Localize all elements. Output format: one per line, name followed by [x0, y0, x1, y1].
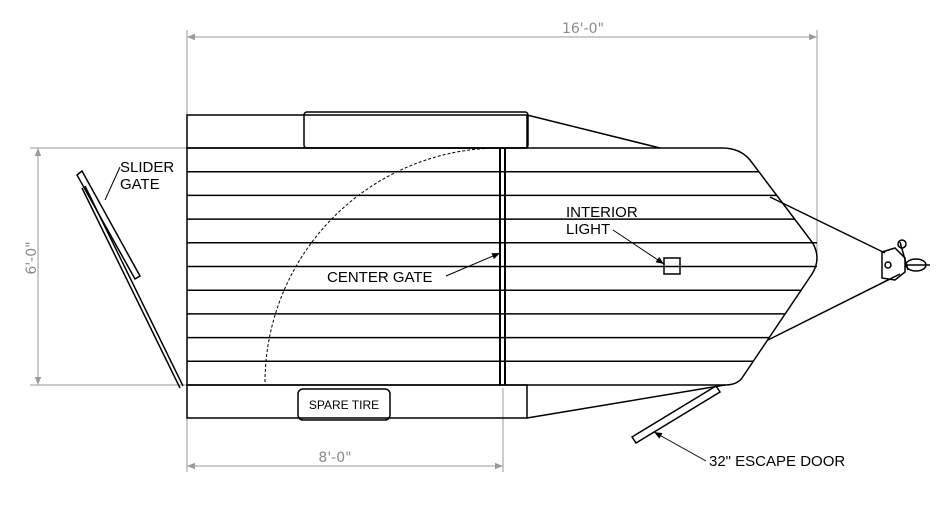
escape-door-label: 32" ESCAPE DOOR — [709, 453, 845, 470]
hitch-tongue — [767, 196, 930, 341]
spare-tire-box — [297, 388, 391, 421]
dimension-width: 6'-0" — [24, 147, 187, 386]
interior-light-label-line2: LIGHT — [566, 221, 610, 238]
top-fender-rail — [186, 114, 528, 149]
center-gate-callout: CENTER GATE — [327, 252, 501, 286]
jack-crank — [897, 239, 907, 249]
hitch-plate — [881, 247, 906, 281]
trailer-body — [186, 111, 818, 419]
top-wheel-fender — [303, 111, 529, 149]
floor-planks — [187, 170, 817, 363]
interior-light: INTERIOR LIGHT — [566, 204, 681, 275]
escape-door-panel — [630, 384, 722, 445]
interior-light-fixture — [663, 257, 681, 275]
slider-gate: SLIDER GATE — [76, 159, 184, 389]
width-label: 6'-0" — [24, 241, 40, 274]
interior-light-label-line1: INTERIOR — [566, 204, 638, 221]
spare-tire: SPARE TIRE — [297, 388, 391, 421]
gate-offset-label: 8'-0" — [318, 450, 351, 466]
spare-tire-label: SPARE TIRE — [309, 398, 379, 412]
dimension-gate-offset: 8'-0" — [186, 388, 504, 472]
slider-gate-panel — [76, 169, 142, 281]
slider-gate-label-line2: GATE — [120, 176, 160, 193]
center-gate-label: CENTER GATE — [327, 269, 433, 286]
dimension-overall-length: 16'-0" — [186, 21, 818, 258]
gate-swing-arc — [264, 147, 501, 384]
slider-gate-label-line1: SLIDER — [120, 159, 174, 176]
hitch-bolt — [884, 261, 892, 269]
slider-gate-track — [84, 185, 184, 387]
floor-outline — [186, 147, 818, 386]
overall-length-label: 16'-0" — [562, 21, 604, 37]
escape-door: 32" ESCAPE DOOR — [630, 384, 845, 470]
